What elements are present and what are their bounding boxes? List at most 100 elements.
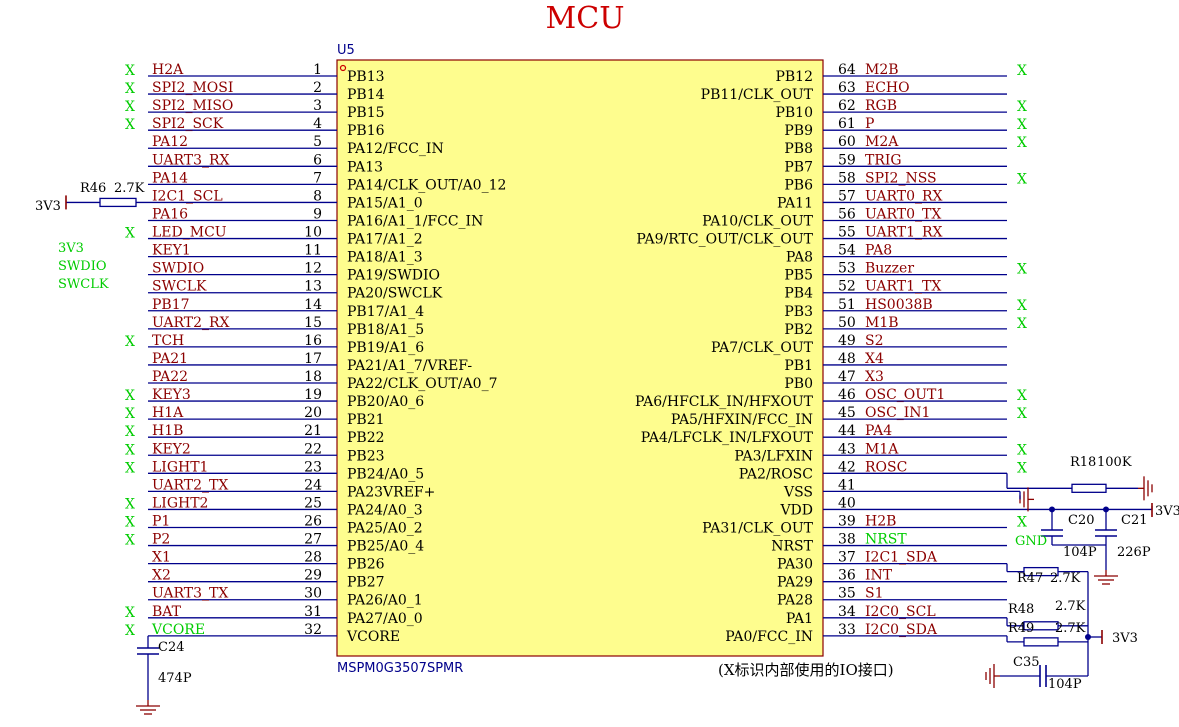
nc-mark: X: [1017, 460, 1027, 476]
pin-name: PB9: [784, 123, 813, 139]
pin-number: 34: [838, 604, 856, 620]
note-text: (X标识内部使用的IO接口): [718, 661, 894, 679]
r47-ref: R47: [1017, 571, 1043, 586]
pin-number: 44: [838, 423, 856, 439]
nc-mark: X: [125, 226, 135, 242]
net-label: UART2_RX: [152, 315, 230, 331]
c21-junction: [1103, 506, 1109, 513]
net-label: PB17: [152, 297, 190, 313]
nc-mark: X: [125, 623, 135, 639]
pin-name: PA9/RTC_OUT/CLK_OUT: [636, 232, 813, 248]
nc-mark: X: [125, 63, 135, 79]
c24-ref: C24: [158, 640, 185, 655]
nc-mark: X: [125, 515, 135, 531]
pin-number: 40: [838, 495, 856, 511]
pin-name: PA3/LFXIN: [734, 448, 813, 464]
pin-number: 41: [838, 477, 856, 493]
net-label: KEY2: [152, 441, 191, 457]
pin-name: PA5/HFXIN/FCC_IN: [671, 412, 813, 428]
pin-left-22: X KEY2 22 PB23: [125, 441, 385, 464]
swd-label-swclk: SWCLK: [58, 277, 109, 292]
pin-name: NRST: [771, 539, 813, 555]
pin-name: PB0: [784, 376, 813, 392]
nc-mark: X: [1017, 117, 1027, 133]
pin-name: PB21: [347, 412, 385, 428]
pin-number: 20: [304, 405, 322, 421]
pin-name: PB7: [784, 159, 813, 175]
nc-mark: X: [1017, 515, 1027, 531]
net-label: PA4: [865, 423, 892, 439]
nc-mark: X: [125, 442, 135, 458]
swd-label-swdio: SWDIO: [58, 259, 106, 274]
pin-name: PA1: [786, 611, 813, 627]
pin-number: 61: [838, 116, 856, 132]
net-label: I2C1_SCL: [152, 188, 223, 204]
pin-number: 51: [838, 297, 856, 313]
nc-mark: X: [1017, 316, 1027, 332]
pin-name: PB27: [347, 575, 385, 591]
pin-number: 54: [838, 243, 856, 259]
net-label: P1: [152, 514, 170, 530]
pin-name: PB23: [347, 448, 385, 464]
pin-name: PB20/A0_6: [347, 394, 424, 410]
pin-name: PA11: [777, 195, 813, 211]
r48-ref: R48: [1008, 602, 1034, 617]
pin-name: PA24/A0_3: [347, 502, 423, 518]
nc-mark: X: [1017, 388, 1027, 404]
r49-body: [1023, 637, 1059, 647]
net-label: P2: [152, 532, 170, 548]
pin-name: VCORE: [346, 629, 400, 645]
net-label: ROSC: [865, 459, 907, 475]
c24-value: 474P: [158, 671, 192, 686]
ic-body: [336, 59, 824, 657]
pin-number: 26: [304, 514, 322, 530]
pin-number: 28: [304, 550, 322, 566]
nc-mark: X: [125, 99, 135, 115]
pin-name: PA12/FCC_IN: [347, 141, 444, 157]
c20-ref: C20: [1068, 513, 1095, 528]
pin-number: 52: [838, 279, 856, 295]
pin-name: PA18/A1_3: [347, 250, 423, 266]
net-label: UART1_TX: [865, 279, 941, 295]
pin-number: 32: [304, 622, 322, 638]
pin-number: 2: [313, 80, 322, 96]
pin-number: 22: [304, 441, 322, 457]
r47-value: 2.7K: [1050, 571, 1081, 586]
net-label: RGB: [865, 98, 897, 114]
pin-name: PB5: [784, 268, 813, 284]
pin-number: 50: [838, 315, 856, 331]
net-label: I2C0_SDA: [865, 622, 938, 638]
pin1-marker: [339, 64, 347, 72]
pin-number: 1: [313, 62, 322, 78]
pin-name: PA31/CLK_OUT: [702, 521, 814, 537]
net-label: M2B: [865, 62, 899, 78]
pin-number: 17: [304, 351, 322, 367]
nc-mark: X: [1017, 298, 1027, 314]
net-label: X3: [865, 369, 884, 385]
net-label: PA22: [152, 369, 188, 385]
pin-name: PB26: [347, 557, 385, 573]
pin-name: PA26/A0_1: [347, 593, 423, 609]
